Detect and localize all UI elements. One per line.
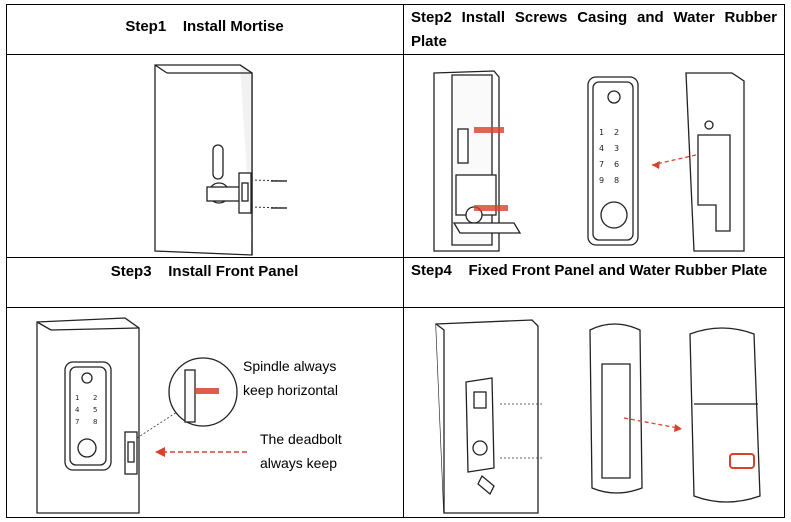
step4-title: Step4 Fixed Front Panel and Water Rubber… — [411, 262, 768, 279]
step1-title: Step1 Install Mortise — [125, 18, 284, 35]
svg-text:1: 1 — [75, 394, 79, 402]
step3-title: Step3 Install Front Panel — [110, 263, 299, 280]
step2-title: Step2 Install Screws Casing and Water Ru… — [411, 9, 777, 50]
rear-housing — [689, 327, 761, 503]
svg-text:1: 1 — [599, 128, 604, 137]
row-divider-1 — [6, 54, 785, 55]
step4-illustration — [404, 308, 784, 517]
svg-text:7: 7 — [75, 418, 79, 426]
deadbolt-note: The deadbolt always keep — [260, 431, 342, 471]
handle-slot — [212, 144, 224, 180]
svg-text:6: 6 — [614, 160, 619, 169]
step2-illustration: 1 2 4 3 7 6 9 8 — [404, 55, 784, 257]
step1-illustration — [7, 55, 403, 257]
table-border-top — [6, 4, 785, 5]
table-border-left — [6, 4, 7, 518]
svg-text:3: 3 — [614, 144, 619, 153]
svg-text:2: 2 — [614, 128, 619, 137]
svg-text:7: 7 — [599, 160, 604, 169]
row-divider-2 — [6, 257, 785, 258]
svg-text:5: 5 — [93, 406, 97, 414]
svg-text:8: 8 — [614, 176, 619, 185]
row-divider-3 — [6, 307, 785, 308]
svg-text:8: 8 — [93, 418, 97, 426]
spindle-note: Spindle always keep horizontal — [243, 358, 338, 398]
door-front-face — [154, 64, 253, 256]
svg-text:4: 4 — [75, 406, 80, 414]
column-divider — [403, 4, 404, 518]
table-border-right — [784, 4, 785, 518]
table-border-bottom — [6, 517, 785, 518]
svg-text:9: 9 — [599, 176, 604, 185]
svg-text:2: 2 — [93, 394, 97, 402]
step3-illustration: 1 2 4 5 7 8 — [7, 308, 403, 517]
svg-text:4: 4 — [599, 144, 604, 153]
